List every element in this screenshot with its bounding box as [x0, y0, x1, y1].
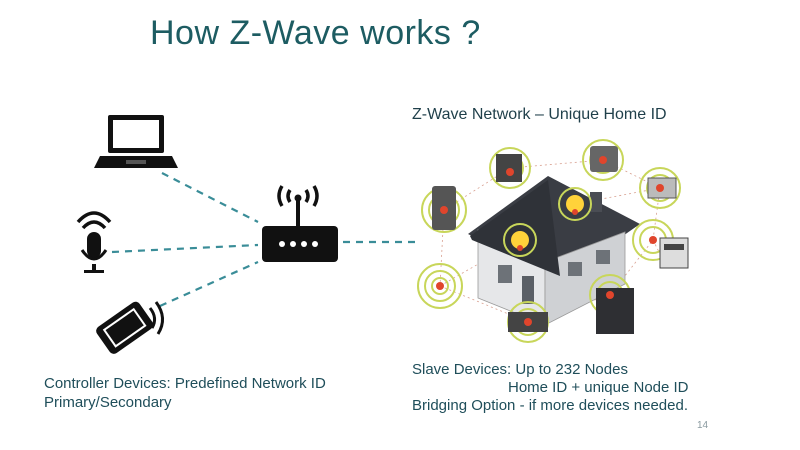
controller-line-2: Primary/Secondary [44, 394, 172, 411]
slide-title: How Z-Wave works ? [150, 14, 481, 52]
page-number: 14 [697, 420, 709, 431]
slave-line-2: Home ID + unique Node ID [508, 379, 689, 396]
router-icon [262, 185, 338, 262]
link-phone-router [159, 260, 259, 308]
slave-description: Slave Devices: Up to 232 Nodes Home ID +… [412, 361, 689, 415]
node-top-right [582, 139, 624, 181]
link-laptop-router [161, 172, 259, 223]
microphone-icon [76, 211, 112, 273]
node-thermostat [421, 186, 467, 233]
node-keypad [632, 219, 689, 269]
slave-line-1: Slave Devices: Up to 232 Nodes [412, 361, 628, 378]
laptop-icon [94, 115, 178, 168]
slave-line-3: Bridging Option - if more devices needed… [412, 397, 688, 414]
controller-description: Controller Devices: Predefined Network I… [44, 374, 326, 412]
node-right-panel [639, 167, 681, 209]
network-title: Z-Wave Network – Unique Home ID [412, 106, 667, 123]
dashed-links [111, 172, 415, 308]
device-nodes [417, 139, 689, 343]
node-bottom-left [417, 263, 463, 309]
node-blinds [589, 274, 634, 334]
node-bottom-center [507, 301, 549, 343]
node-bulb-right [558, 187, 592, 221]
phone-icon [96, 301, 164, 354]
node-bulb-left [503, 223, 537, 257]
controller-line-1: Controller Devices: Predefined Network I… [44, 375, 326, 392]
link-mic-router [111, 243, 259, 254]
node-top-left [489, 147, 531, 189]
